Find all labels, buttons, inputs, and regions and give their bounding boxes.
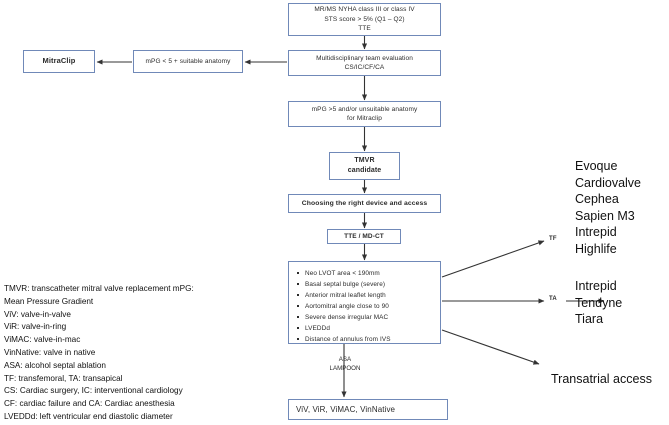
legend-line: VinNative: valve in native xyxy=(4,347,96,357)
node-imaging-label: TTE / MD-CT xyxy=(344,232,384,240)
node-initial-line-1: MR/MS NYHA class III or class IV xyxy=(314,6,415,14)
arrow-criteria-to-transatrial xyxy=(441,329,540,365)
legend-line: ViV: valve-in-valve xyxy=(4,309,71,319)
node-mpg-high-line-2: for Mitraclip xyxy=(347,115,382,122)
list-item: Aortomitral angle close to 90 xyxy=(297,301,436,312)
list-item: Anterior mitral leaflet length xyxy=(297,290,436,301)
edge-label-tf: TF xyxy=(549,236,557,242)
node-tte-mdct[interactable]: TTE / MD-CT xyxy=(327,229,401,244)
node-mpg-high-unsuitable-anatomy[interactable]: mPG >5 and/or unsuitable anatomy for Mit… xyxy=(288,101,441,127)
edge-label-asa-line-1: ASA xyxy=(338,356,352,363)
list-item: Evoque xyxy=(575,159,618,173)
outcome-transatrial-access: Transatrial access xyxy=(551,372,652,386)
node-device-label: Choosing the right device and access xyxy=(301,199,428,207)
list-item: LVEDDd xyxy=(297,323,436,334)
arrow-criteria-to-tf xyxy=(441,240,545,278)
list-item: Severe dense irregular MAC xyxy=(297,312,436,323)
list-item: Cardiovalve xyxy=(575,175,642,190)
outcome-transapical-devices: Intrepid Tendyne Tiara xyxy=(575,278,622,328)
list-item: Basal septal bulge (severe) xyxy=(297,279,436,290)
legend-line: ViR: valve-in-ring xyxy=(4,322,67,332)
node-tmvr-line-1: TMVR xyxy=(354,156,375,164)
node-mitraclip-label: MitraClip xyxy=(42,56,76,66)
node-initial-line-2: STS score > 5% (Q1 – Q2) xyxy=(324,15,405,23)
node-mdt-line-1: Multidisciplinary team evaluation xyxy=(316,54,413,62)
legend-line: Mean Pressure Gradient xyxy=(4,296,94,306)
edge-label-ta: TA xyxy=(549,296,557,302)
list-item: Highlife xyxy=(575,241,617,256)
legend-line: ASA: alcohol septal ablation xyxy=(4,360,106,370)
node-initial-line-3: TTE xyxy=(358,25,371,33)
list-item: Distance of annulus from IVS xyxy=(297,334,436,345)
node-initial-assessment[interactable]: MR/MS NYHA class III or class IV STS sco… xyxy=(288,3,441,36)
legend-line: LVEDDd: left ventricular end diastolic d… xyxy=(4,411,173,421)
list-item: Tiara xyxy=(575,312,604,327)
list-item: Intrepid xyxy=(575,279,617,293)
legend-line: CF: cardiac failure and CA: Cardiac anes… xyxy=(4,399,175,409)
node-mpg-low-suitable-anatomy[interactable]: mPG < 5 + suitable anatomy xyxy=(133,50,243,73)
node-tmvr-line-2: candidate xyxy=(347,167,382,174)
legend-line: TMVR: transcatheter mitral valve replace… xyxy=(4,284,194,293)
node-viv-vir-vimac-vinnative[interactable]: ViV, ViR, ViMAC, VinNative xyxy=(288,399,448,420)
legend-line: TF: transfemoral, TA: transapical xyxy=(4,373,123,383)
legend-line: ViMAC: valve-in-mac xyxy=(4,335,81,345)
list-item: Sapien M3 xyxy=(575,208,635,223)
node-multidisciplinary-team-evaluation[interactable]: Multidisciplinary team evaluation CS/IC/… xyxy=(288,50,441,76)
node-viv-label: ViV, ViR, ViMAC, VinNative xyxy=(296,404,396,414)
node-mdt-line-2: CS/IC/CF/CA xyxy=(344,64,385,71)
node-mitraclip[interactable]: MitraClip xyxy=(23,50,95,73)
legend-line: CS: Cardiac surgery, IC: interventional … xyxy=(4,386,183,396)
node-anatomic-criteria[interactable]: Neo LVOT area < 190mm Basal septal bulge… xyxy=(288,261,441,344)
edge-label-asa-line-2: LAMPOON xyxy=(329,365,361,373)
criteria-bullet-list: Neo LVOT area < 190mm Basal septal bulge… xyxy=(289,268,440,345)
list-item: Intrepid xyxy=(575,225,617,240)
node-choosing-device-and-access[interactable]: Choosing the right device and access xyxy=(288,194,441,213)
list-item: Cephea xyxy=(575,192,619,207)
list-item: Neo LVOT area < 190mm xyxy=(297,268,436,279)
abbreviation-legend: TMVR: transcatheter mitral valve replace… xyxy=(4,283,194,424)
node-mpg-low-label: mPG < 5 + suitable anatomy xyxy=(145,57,231,65)
edge-label-asa-lampoon: ASA LAMPOON xyxy=(323,355,367,374)
outcome-transfemoral-devices: Evoque Cardiovalve Cephea Sapien M3 Intr… xyxy=(575,158,641,258)
node-mpg-high-line-1: mPG >5 and/or unsuitable anatomy xyxy=(311,105,418,113)
list-item: Tendyne xyxy=(575,295,623,310)
node-tmvr-candidate[interactable]: TMVR candidate xyxy=(329,152,400,180)
